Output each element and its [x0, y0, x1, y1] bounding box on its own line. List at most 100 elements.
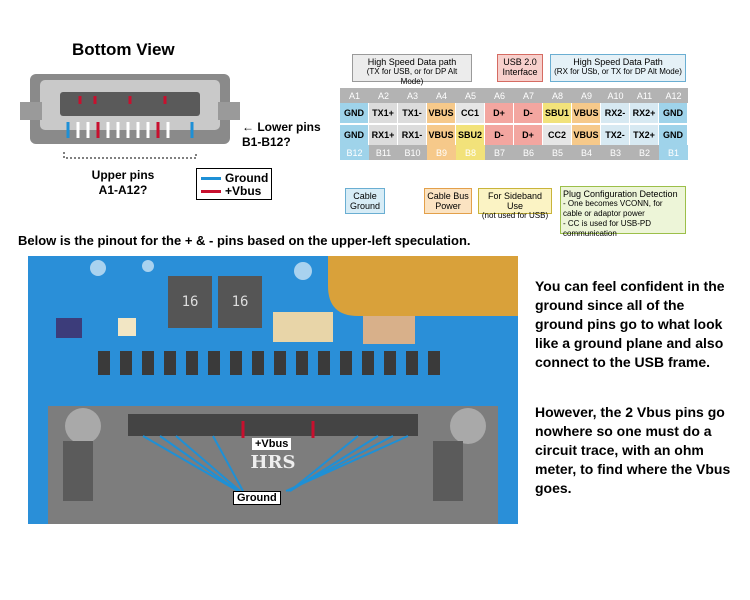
- pin-num-b3: B3: [601, 145, 630, 160]
- frame-hole-left: [65, 408, 101, 444]
- pin-sig-vbus: VBUS: [572, 103, 601, 123]
- vbus-traces: [241, 421, 315, 438]
- pin-sig-rx2: RX2-: [601, 103, 630, 123]
- callout-cable-ground: Cable Ground: [345, 188, 385, 214]
- pin-sig-cc1: CC1: [456, 103, 485, 123]
- pin-num-a8: A8: [543, 88, 572, 103]
- pin-sig-tx2: TX2-: [601, 125, 630, 145]
- pin-num-b9: B9: [427, 145, 456, 160]
- smd-row: [98, 351, 440, 375]
- pin-num-b11: B11: [369, 145, 398, 160]
- pin-num-b4: B4: [572, 145, 601, 160]
- callout-sideband: For Sideband Use (not used for USB): [478, 188, 552, 220]
- pin-sig-d: D-: [485, 125, 514, 145]
- callout-high-speed-right: High Speed Data Path (RX for USb, or TX …: [550, 54, 686, 82]
- pin-num-a6: A6: [485, 88, 514, 103]
- pin-sig-vbus: VBUS: [427, 125, 456, 145]
- frame-leg-right: [433, 441, 463, 501]
- pin-num-b6: B6: [514, 145, 543, 160]
- vbus-label: +Vbus: [252, 438, 292, 450]
- pin-num-b5: B5: [543, 145, 572, 160]
- pin-sig-rx2: RX2+: [630, 103, 659, 123]
- connector-right-tab: [218, 102, 240, 120]
- inductor-left: [168, 276, 212, 328]
- lower-pins-label: ← Lower pins B1-B12?: [242, 120, 321, 149]
- inductor-right: [218, 276, 262, 328]
- callout-usb2: USB 2.0 Interface: [497, 54, 543, 82]
- pin-sig-tx1: TX1+: [369, 103, 398, 123]
- pin-num-a1: A1: [340, 88, 369, 103]
- connector-drawing: [20, 74, 240, 159]
- pin-sig-cc2: CC2: [543, 125, 572, 145]
- legend-label-vbus: +Vbus: [225, 184, 262, 198]
- pin-num-a4: A4: [427, 88, 456, 103]
- pin-num-a7: A7: [514, 88, 543, 103]
- pin-num-b12: B12: [340, 145, 369, 160]
- note-vbus-trace: However, the 2 Vbus pins go nowhere so o…: [535, 404, 731, 496]
- frame-hole-right: [450, 408, 486, 444]
- pin-num-a3: A3: [398, 88, 427, 103]
- connector-left-tab: [20, 102, 42, 120]
- capacitor-brown: [363, 316, 415, 344]
- pin-sig-d: D-: [514, 103, 543, 123]
- ground-traces: [142, 435, 409, 492]
- pin-num-a11: A11: [630, 88, 659, 103]
- pin-num-b8: B8: [456, 145, 485, 160]
- caption: Below is the pinout for the + & - pins b…: [18, 233, 471, 248]
- legend-item-vbus: +Vbus: [201, 184, 261, 198]
- lower-pin-marks: [78, 96, 167, 104]
- inductor-left-marking: 16: [182, 294, 199, 310]
- via: [294, 262, 312, 280]
- inductor-right-marking: 16: [232, 294, 249, 310]
- upper-pin-marks: [66, 122, 194, 138]
- legend-label-ground: Ground: [225, 171, 269, 185]
- pin-sig-vbus: VBUS: [572, 125, 601, 145]
- pin-num-b2: B2: [630, 145, 659, 160]
- legend: Ground +Vbus: [196, 168, 272, 200]
- pin-sig-gnd: GND: [340, 125, 369, 145]
- pin-sig-tx1: TX1-: [398, 103, 427, 123]
- pin-sig-rx1: RX1-: [398, 125, 427, 145]
- pin-sig-rx1: RX1+: [369, 125, 398, 145]
- pin-sig-sbu1: SBU1: [543, 103, 572, 123]
- pin-num-a12: A12: [659, 88, 688, 103]
- capacitor-large: [273, 312, 333, 342]
- resistor: [56, 318, 82, 338]
- legend-swatch-vbus: [201, 189, 221, 193]
- capacitor-small: [118, 318, 136, 336]
- pin-num-b1: B1: [659, 145, 688, 160]
- pcb-photo: 16 16: [28, 256, 518, 524]
- via: [142, 260, 154, 272]
- pin-num-a2: A2: [369, 88, 398, 103]
- callout-plug-config: Plug Configuration Detection - One becom…: [560, 186, 686, 238]
- via: [90, 260, 106, 276]
- pin-sig-gnd: GND: [340, 103, 369, 123]
- pin-num-a5: A5: [456, 88, 485, 103]
- pin-sig-gnd: GND: [659, 125, 688, 145]
- pin-num-a10: A10: [601, 88, 630, 103]
- legend-swatch-ground: [201, 176, 221, 180]
- pin-sig-gnd: GND: [659, 103, 688, 123]
- hrs-logo: HRS: [251, 452, 296, 473]
- pin-sig-sbu2: SBU2: [456, 125, 485, 145]
- note-ground-confidence: You can feel confident in the ground sin…: [535, 278, 725, 370]
- upper-pins-bracket: [63, 152, 197, 159]
- ground-label: Ground: [233, 491, 281, 505]
- pcb-drawing: 16 16: [28, 256, 518, 524]
- pcb-gold-edge: [328, 256, 518, 316]
- pin-num-a9: A9: [572, 88, 601, 103]
- pin-num-b10: B10: [398, 145, 427, 160]
- frame-leg-left: [63, 441, 93, 501]
- callout-cable-bus-power: Cable Bus Power: [424, 188, 472, 214]
- usb-tongue: [128, 414, 418, 436]
- pin-num-b7: B7: [485, 145, 514, 160]
- bottom-view-title: Bottom View: [72, 40, 175, 59]
- upper-pins-label: Upper pins A1-A12?: [91, 168, 155, 197]
- callout-high-speed-left: High Speed Data path (TX for USB, or for…: [352, 54, 472, 86]
- legend-item-ground: Ground: [201, 171, 268, 185]
- pin-sig-d: D+: [485, 103, 514, 123]
